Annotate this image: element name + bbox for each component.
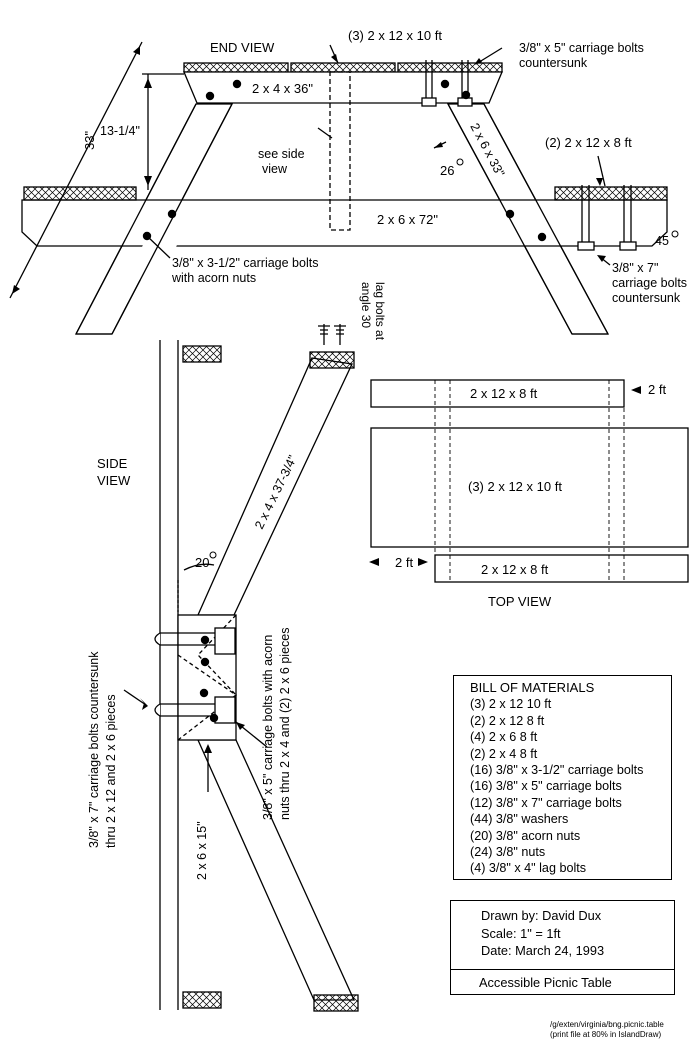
end-view-title: END VIEW — [210, 40, 275, 55]
bom-item: (4) 2 x 6 8 ft — [470, 730, 538, 745]
top-table-label: (3) 2 x 12 x 10 ft — [468, 479, 562, 494]
leg-piece-label: 2 x 6 x 15" — [195, 821, 209, 880]
bom-item: (44) 3/8" washers — [470, 812, 569, 827]
bolts-5in-label-2: countersunk — [519, 56, 588, 70]
bolt-7in-seat — [577, 185, 637, 251]
side-block-bottom — [182, 991, 222, 1009]
top-table — [370, 427, 689, 548]
file-path: /g/exten/virginia/bng.picnic.table — [550, 1020, 664, 1029]
bolts-312-label-2: with acorn nuts — [171, 271, 256, 285]
degree-icon — [456, 158, 464, 166]
date: Date: March 24, 1993 — [481, 943, 605, 958]
lag-bolts-label-2: angle 30 — [359, 282, 373, 328]
dim-leg-length — [9, 41, 143, 299]
side-view-bolts — [140, 635, 245, 753]
title-block: Drawn by: David Dux Scale: 1" = 1ft Date… — [450, 900, 675, 995]
top-board-center — [290, 62, 396, 73]
seat-angle: 45 — [655, 234, 669, 248]
brace-angle: 20 — [195, 555, 209, 570]
bolts-7in-label-2: carriage bolts — [612, 276, 687, 290]
offset-left-label: 2 ft — [395, 555, 413, 570]
side-bolts-7in-label: 3/8" x 7" carriage bolts countersunk — [87, 651, 101, 848]
seat-support — [21, 199, 668, 247]
bill-of-materials: BILL OF MATERIALS (3) 2 x 12 10 ft (2) 2… — [453, 675, 672, 880]
side-view-title-2: VIEW — [97, 473, 131, 488]
top-seat-lower-label: 2 x 12 x 8 ft — [481, 562, 549, 577]
degree-icon — [671, 230, 679, 238]
side-view-title: SIDE — [97, 456, 128, 471]
end-view-arrowheads — [12, 46, 606, 294]
top-view — [370, 379, 689, 583]
lag-bolts-label: lag bolts at — [373, 282, 387, 341]
bolt-head-lower — [214, 696, 236, 724]
seat-boards-label: (2) 2 x 12 x 8 ft — [545, 135, 632, 150]
bolts-7in-label: 3/8" x 7" — [612, 261, 658, 275]
seat-support-label: 2 x 6 x 72" — [377, 212, 438, 227]
side-bolts-5in-label: 3/8" x 5" carriage bolts with acorn — [261, 635, 275, 820]
bom-title: BILL OF MATERIALS — [470, 680, 595, 695]
drawn-by: Drawn by: David Dux — [481, 908, 602, 923]
print-note: (print file at 80% in IslandDraw) — [550, 1030, 662, 1039]
top-board-left — [183, 62, 289, 73]
top-board-right — [397, 62, 503, 73]
file-footer: /g/exten/virginia/bng.picnic.table (prin… — [550, 1020, 664, 1040]
seat-board-left — [23, 186, 137, 201]
bom-item: (3) 2 x 12 10 ft — [470, 697, 552, 712]
brace-block-bottom — [313, 994, 359, 1012]
top-seat-upper — [370, 379, 625, 408]
bom-item: (16) 3/8" x 3-1/2" carriage bolts — [470, 763, 644, 778]
top-view-title: TOP VIEW — [488, 594, 552, 609]
bolt-head-upper — [214, 627, 236, 655]
leg-angle: 26 — [440, 163, 454, 178]
top-seat-upper-label: 2 x 12 x 8 ft — [470, 386, 538, 401]
hidden-support — [329, 71, 351, 231]
bom-item: (2) 2 x 12 8 ft — [470, 713, 545, 728]
top-seat-lower — [434, 554, 689, 583]
side-view — [123, 324, 359, 1012]
bom-item: (4) 3/8" x 4" lag bolts — [470, 861, 587, 876]
degree-icon — [209, 551, 217, 559]
bom-item: (24) 3/8" nuts — [470, 845, 546, 860]
cleat-label: 2 x 4 x 36" — [252, 81, 313, 96]
height-dim: 13-1/4" — [100, 124, 140, 138]
top-view-arrows — [369, 386, 641, 566]
bom-item: (12) 3/8" x 7" carriage bolts — [470, 795, 622, 810]
scale: Scale: 1" = 1ft — [481, 925, 561, 941]
bom-item: (16) 3/8" x 5" carriage bolts — [470, 779, 622, 794]
brace-block-top — [309, 351, 355, 369]
see-side-label: see side — [258, 147, 305, 161]
end-view-bolts — [142, 79, 547, 242]
bom-item: (20) 3/8" acorn nuts — [470, 828, 581, 843]
drawing-name: Accessible Picnic Table — [451, 969, 674, 996]
brace-lower — [196, 739, 356, 1001]
cleat-2x4 — [183, 71, 503, 104]
bolts-7in-label-3: countersunk — [612, 291, 681, 305]
bolts-312-label: 3/8" x 3-1/2" carriage bolts — [172, 256, 318, 270]
side-bolts-5in-label-2: nuts thru 2 x 4 and (2) 2 x 6 pieces — [278, 628, 292, 820]
side-block-top — [182, 345, 222, 363]
offset-right-label: 2 ft — [648, 382, 666, 397]
bolts-5in-label: 3/8" x 5" carriage bolts — [519, 41, 644, 55]
bom-item: (2) 2 x 4 8 ft — [470, 746, 538, 761]
seat-board-right — [554, 186, 668, 201]
see-side-label-2: view — [262, 162, 288, 176]
side-bolts-7in-label-2: thru 2 x 12 and 2 x 6 pieces — [104, 694, 118, 848]
top-boards-label: (3) 2 x 12 x 10 ft — [348, 28, 442, 43]
leg-length-dim: 33" — [82, 131, 97, 150]
end-view — [9, 41, 668, 335]
